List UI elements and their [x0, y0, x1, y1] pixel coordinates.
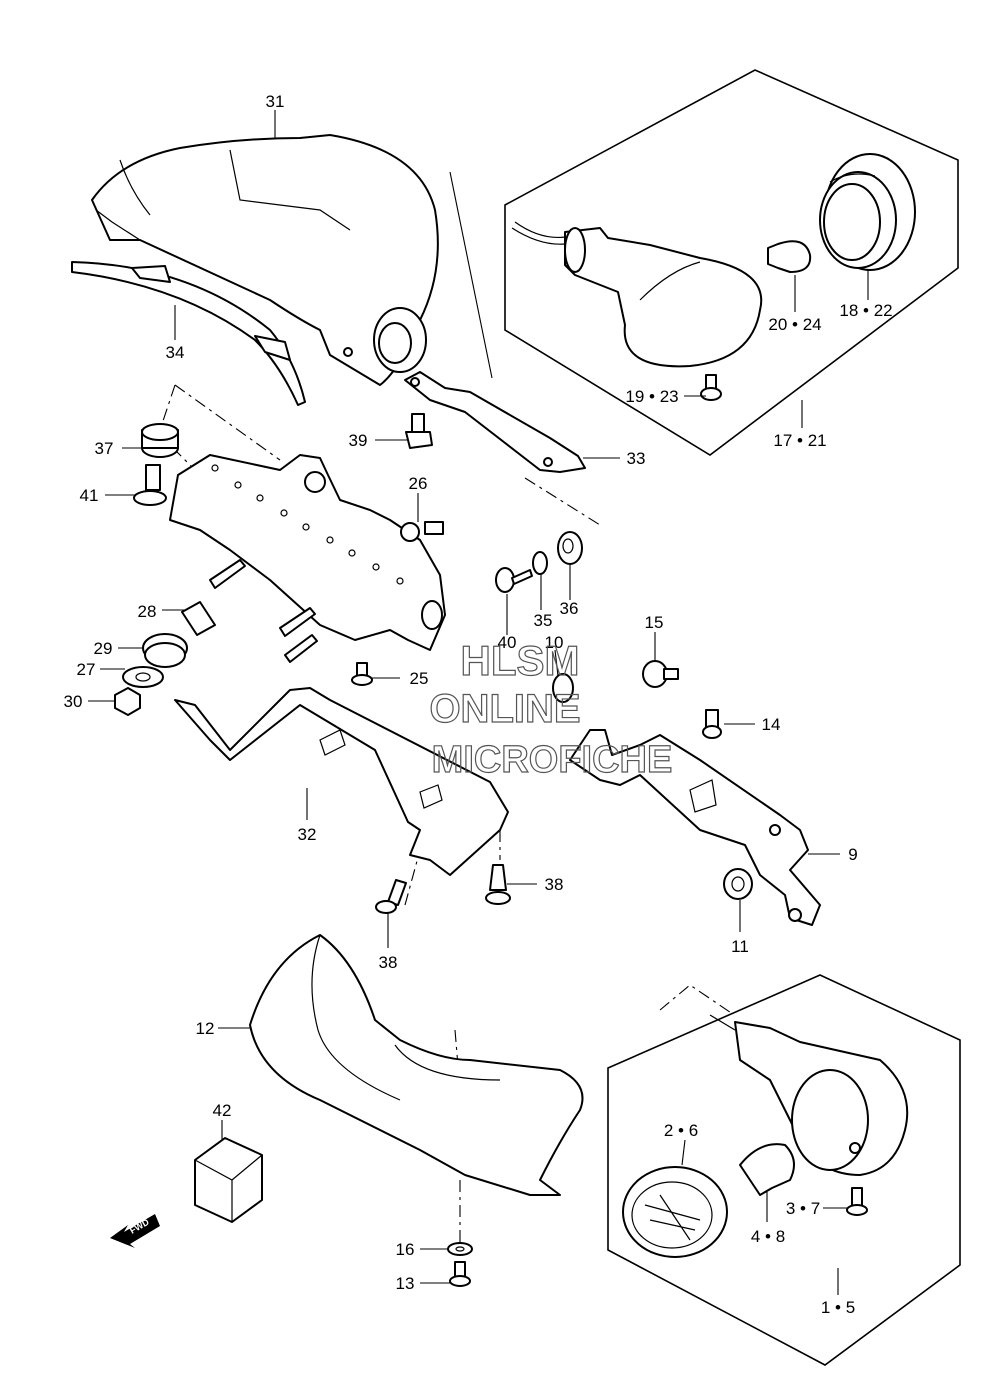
label-30: 30	[64, 692, 83, 711]
callout-labels: 31 34 37 41 39 26 33 19 • 23 17 • 21 20 …	[64, 92, 893, 1317]
label-12: 12	[196, 1019, 215, 1038]
rivet-38b	[375, 879, 407, 914]
washer-27	[122, 666, 164, 688]
cushion-29	[142, 633, 188, 668]
collar-36	[557, 531, 583, 565]
label-34: 34	[166, 343, 185, 362]
label-3-7: 3 • 7	[786, 1199, 820, 1218]
label-38b: 38	[379, 953, 398, 972]
reflector-strip	[71, 261, 306, 406]
label-16: 16	[396, 1240, 415, 1259]
bolt-15	[642, 660, 679, 688]
label-35: 35	[534, 611, 553, 630]
label-38a: 38	[545, 875, 564, 894]
watermark: HLSM ONLINE MICROFICHE	[429, 636, 673, 781]
bolt-26	[424, 521, 444, 535]
bracket-33	[404, 371, 586, 473]
label-4-8: 4 • 8	[751, 1227, 785, 1246]
bolt-25	[351, 662, 373, 686]
screw-13	[449, 1261, 471, 1287]
label-15: 15	[645, 613, 664, 632]
screw-40	[495, 567, 533, 593]
front-turn-signal-assembly	[607, 974, 961, 1366]
label-19-23: 19 • 23	[625, 387, 678, 406]
nut-30	[114, 687, 141, 716]
label-37: 37	[95, 439, 114, 458]
label-42: 42	[213, 1101, 232, 1120]
label-17-21: 17 • 21	[773, 431, 826, 450]
label-36: 36	[560, 599, 579, 618]
watermark-line1: HLSM	[461, 637, 580, 684]
label-20-24: 20 • 24	[768, 315, 821, 334]
watermark-line3: MICROFICHE	[432, 739, 673, 781]
label-18-22: 18 • 22	[839, 301, 892, 320]
relay-42	[194, 1137, 263, 1223]
label-2-6: 2 • 6	[664, 1121, 698, 1140]
tail-cover	[91, 134, 439, 386]
collar-10	[552, 673, 574, 703]
label-31: 31	[266, 92, 285, 111]
label-40: 40	[498, 633, 517, 652]
label-33: 33	[627, 449, 646, 468]
rubber-14	[702, 709, 722, 739]
forward-arrow-icon: FWD	[110, 1214, 160, 1248]
screw-41	[133, 464, 167, 506]
label-39: 39	[349, 431, 368, 450]
grommet-37	[141, 423, 179, 458]
label-13: 13	[396, 1274, 415, 1293]
washer-35	[532, 551, 548, 575]
watermark-line2: ONLINE	[429, 687, 580, 731]
plate-bracket	[169, 454, 446, 663]
rear-turn-signal-assembly	[449, 69, 959, 456]
label-41: 41	[80, 486, 99, 505]
washer-16	[447, 1242, 473, 1256]
bracket-32	[174, 687, 509, 876]
label-32: 32	[298, 825, 317, 844]
label-9: 9	[848, 845, 857, 864]
bolt-39	[405, 413, 433, 449]
bracket-9	[569, 729, 821, 926]
leader-lines	[88, 110, 869, 1295]
rivet-38	[485, 864, 511, 905]
collar-28	[181, 601, 216, 636]
label-29: 29	[94, 639, 113, 658]
nut-11	[723, 868, 753, 900]
label-11: 11	[731, 937, 749, 956]
label-26: 26	[409, 474, 428, 493]
label-10: 10	[545, 633, 564, 652]
label-25: 25	[410, 669, 429, 688]
label-1-5: 1 • 5	[821, 1298, 855, 1317]
label-27: 27	[77, 660, 96, 679]
bracket-holes	[211, 464, 404, 585]
label-28: 28	[138, 602, 157, 621]
label-14: 14	[762, 715, 781, 734]
rear-fender-cover	[249, 934, 584, 1196]
